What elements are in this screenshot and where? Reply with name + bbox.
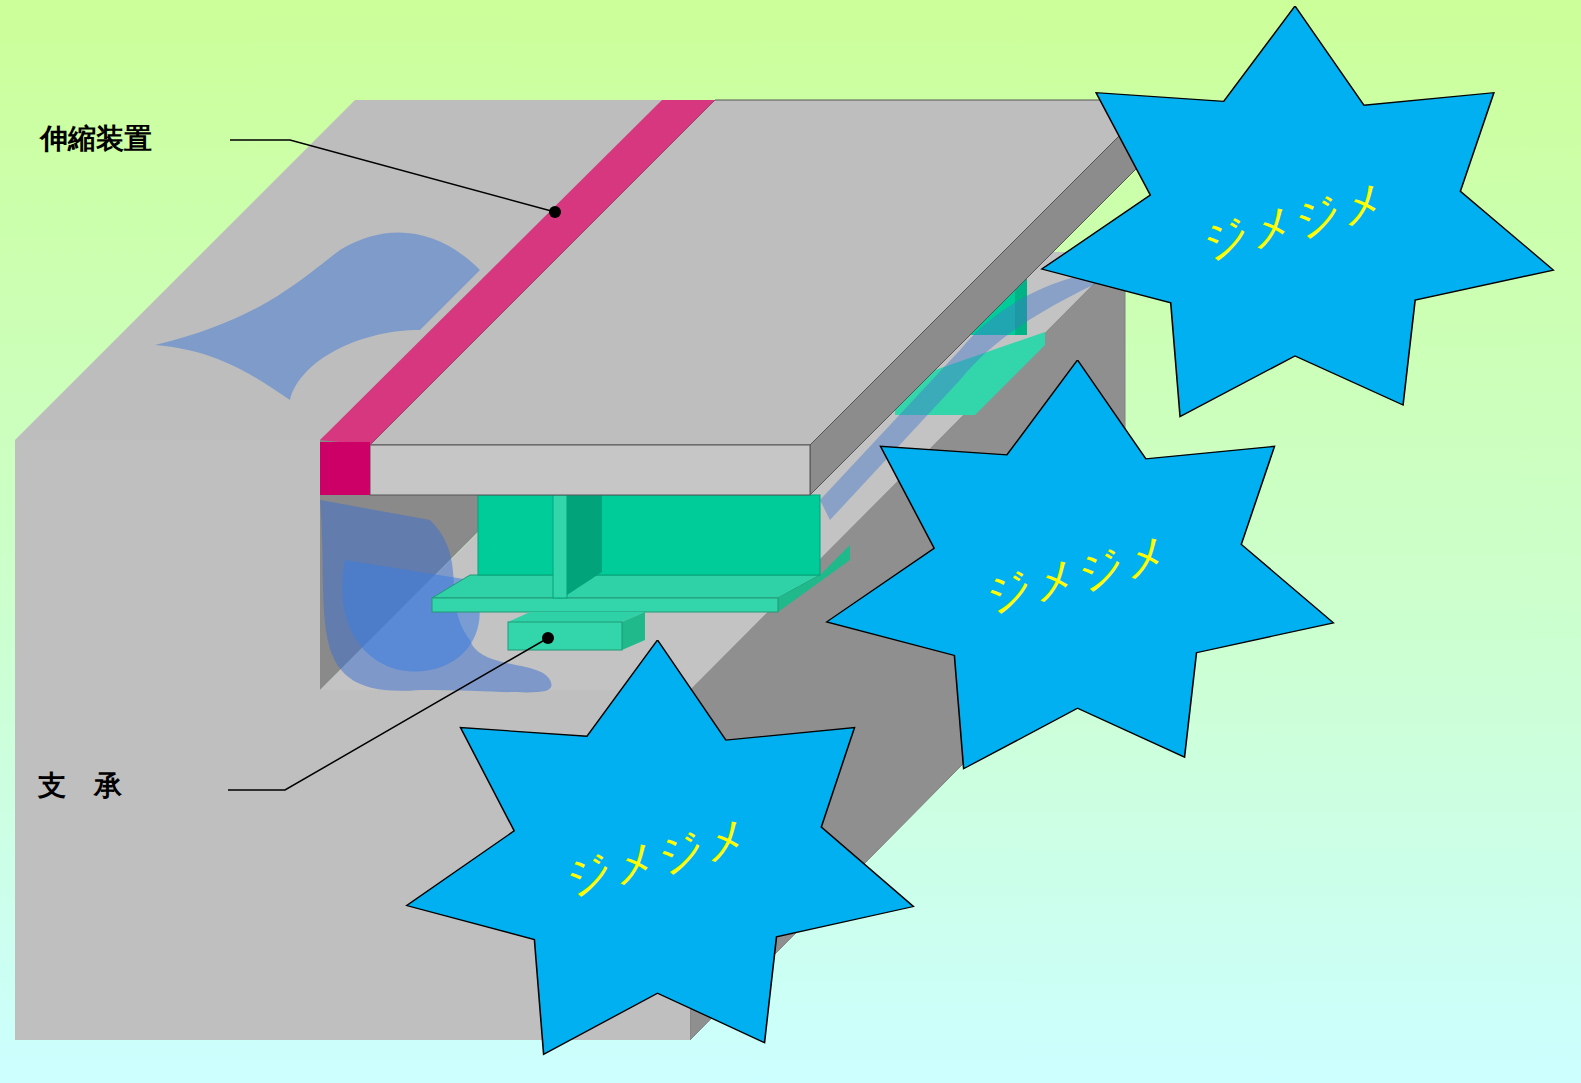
bearing-top: [508, 612, 645, 622]
girder-flange-top: [432, 575, 820, 598]
starburst-outline: [827, 360, 1334, 769]
starburst-outline: [407, 640, 914, 1054]
starburst-outline: [1042, 6, 1554, 417]
bearing-side: [622, 612, 645, 650]
girder-web: [478, 495, 820, 575]
leader-dot: [542, 632, 554, 644]
starburst-callout: ジメジメ: [815, 360, 1340, 790]
deck-top: [370, 100, 1155, 445]
girder-stiffener: [567, 495, 602, 595]
water-leak: [342, 560, 479, 672]
deck-front: [370, 445, 810, 495]
girder-stiffener: [553, 495, 567, 598]
bearing: [508, 622, 622, 650]
leader-line: [230, 140, 555, 212]
expansion-joint-front: [320, 442, 370, 495]
girder-flange: [432, 598, 778, 612]
part-label: 伸縮装置: [40, 120, 152, 158]
starburst-callout: ジメジメ: [1030, 6, 1560, 438]
leader-dot: [549, 206, 561, 218]
expansion-joint: [320, 100, 715, 445]
part-label: 支 承: [38, 767, 122, 805]
starburst-callout: ジメジメ: [395, 640, 920, 1076]
